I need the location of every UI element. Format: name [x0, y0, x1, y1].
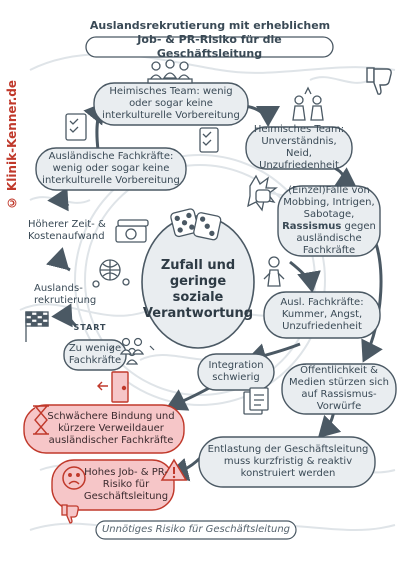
start-label: START	[73, 323, 107, 333]
arrow-rekrutierung-to-aufwand	[45, 247, 71, 272]
node-zu-wenige: Zu wenige Fachkräfte	[68, 343, 122, 366]
sad-face-icon	[62, 466, 86, 490]
node-ausl-vorbereitung: Ausländische Fachkräfte: wenig oder soga…	[42, 151, 180, 186]
node-aufwand: Höherer Zeit- & Kostenaufwand	[28, 219, 106, 242]
footer-pill	[95, 520, 297, 540]
globe-network-icon	[92, 259, 130, 288]
node-mobbing: (Einzel)Fälle von Mobbing, Intrigen, Sab…	[282, 185, 376, 256]
fist-icon	[247, 174, 278, 212]
node-heim-unverstaendnis: Heimisches Team: Unverständnis, Neid, Un…	[253, 124, 345, 171]
node-mobbing-shape	[277, 185, 381, 257]
checklist-icon	[65, 113, 219, 153]
copyright-side-label: © Klinik-Kenner.de	[5, 80, 19, 210]
rassismus-highlight: Rassismus	[282, 221, 342, 232]
exit-door-icon	[97, 371, 129, 403]
node-integration-shape	[197, 353, 275, 391]
node-bindung-shape	[23, 404, 185, 454]
node-kummer: Ausl. Fachkräfte: Kummer, Angst, Unzufri…	[280, 297, 364, 332]
node-heim-vorbereitung: Heimisches Team: wenig oder sogar keine …	[102, 86, 240, 121]
node-bindung: Schwächere Bindung und kürzere Verweilda…	[47, 411, 175, 446]
title-pill	[85, 36, 334, 58]
team-meeting-icon	[147, 59, 193, 84]
node-risiko: Hohes Job- & PR-Risiko für Geschäftsleit…	[83, 467, 169, 502]
people-group-icon	[109, 337, 155, 365]
dice-icon	[170, 208, 222, 241]
documents-icon	[243, 387, 269, 415]
footer-label: Unnötiges Risiko für Geschäftsleitung	[101, 524, 291, 535]
arguing-people-icon	[292, 86, 324, 121]
node-entlastung-shape	[198, 436, 376, 488]
node-rekrutierung: Auslands-rekrutierung	[34, 283, 97, 306]
center-statement: Zufall und geringe soziale Verantwortung	[142, 257, 254, 322]
title-line-1: Auslandsrekrutierung mit erheblichem	[89, 19, 331, 33]
arrow-mobbing-to-kummer	[289, 260, 321, 293]
thumbs-down-icon-bottom	[61, 504, 79, 524]
arrow-aufwand-to-ausl-vorbereitung	[47, 187, 70, 212]
money-stack-icon	[115, 219, 149, 243]
warning-icon	[160, 458, 188, 481]
finish-flag-icon	[25, 311, 49, 342]
thumbs-down-icon	[366, 67, 392, 95]
crying-person-icon	[263, 256, 285, 287]
node-entlastung: Entlastung der Geschäftsleitung muss kur…	[207, 444, 369, 479]
arrow-zu-wenige-to-rekrutierung	[51, 303, 78, 328]
node-oeffentlichkeit-shape	[281, 363, 397, 415]
node-integration: Integration schwierig	[208, 360, 264, 383]
node-ausl-vorbereitung-shape	[35, 147, 187, 191]
node-zu-wenige-shape	[63, 339, 127, 371]
hourglass-icon	[33, 405, 49, 435]
node-heim-unverstaendnis-shape	[245, 126, 353, 170]
node-kummer-shape	[263, 291, 381, 339]
node-oeffentlichkeit: Öffentlichkeit & Medien stürzen sich auf…	[289, 365, 389, 412]
title-line-2: Job- & PR-Risiko für die Geschäftsleitun…	[137, 33, 282, 60]
